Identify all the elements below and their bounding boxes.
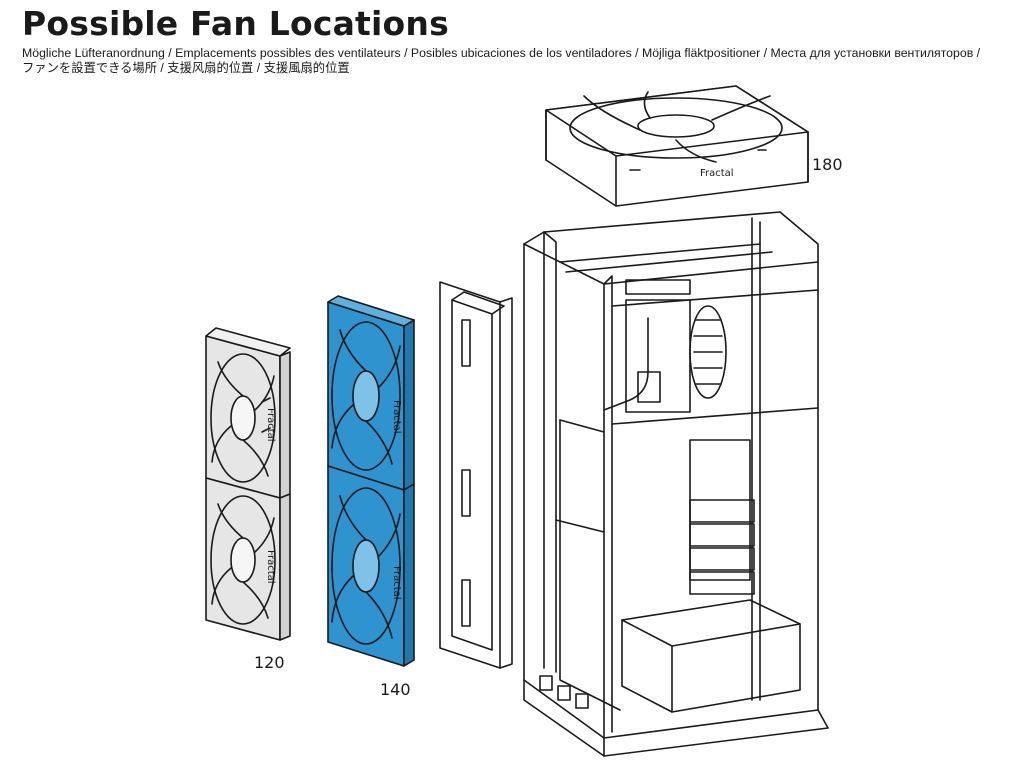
- fan-120-group: Fractal Fractal: [205, 327, 291, 641]
- fan-180: [545, 85, 809, 207]
- side-fan-bracket: [439, 281, 513, 669]
- subtitle-line-2: ファンを設置できる場所 / 支援风扇的位置 / 支援風扇的位置: [22, 61, 350, 75]
- fan-140-top: [327, 295, 415, 491]
- fan-120-bottom-brand: Fractal: [265, 550, 276, 584]
- fan-120-top: [205, 327, 291, 499]
- fan-180-brand: Fractal: [700, 168, 734, 179]
- fan-180-label: 180: [812, 155, 843, 174]
- fan-140-top-brand: Fractal: [391, 400, 402, 434]
- fan-140-bottom-brand: Fractal: [391, 566, 402, 600]
- page-title: Possible Fan Locations: [22, 4, 449, 43]
- fan-140-bottom: [327, 465, 415, 667]
- fan-120-top-brand: Fractal: [265, 408, 276, 442]
- page-subtitle: Mögliche Lüfteranordnung / Emplacements …: [22, 46, 1007, 76]
- fan-120-bottom: [205, 477, 291, 641]
- fan-140-group: Fractal Fractal: [327, 295, 415, 667]
- fan-120-label: 120: [254, 653, 285, 672]
- case-chassis: [523, 211, 829, 757]
- fan-140-label: 140: [380, 680, 411, 699]
- subtitle-line-1: Mögliche Lüfteranordnung / Emplacements …: [22, 46, 981, 60]
